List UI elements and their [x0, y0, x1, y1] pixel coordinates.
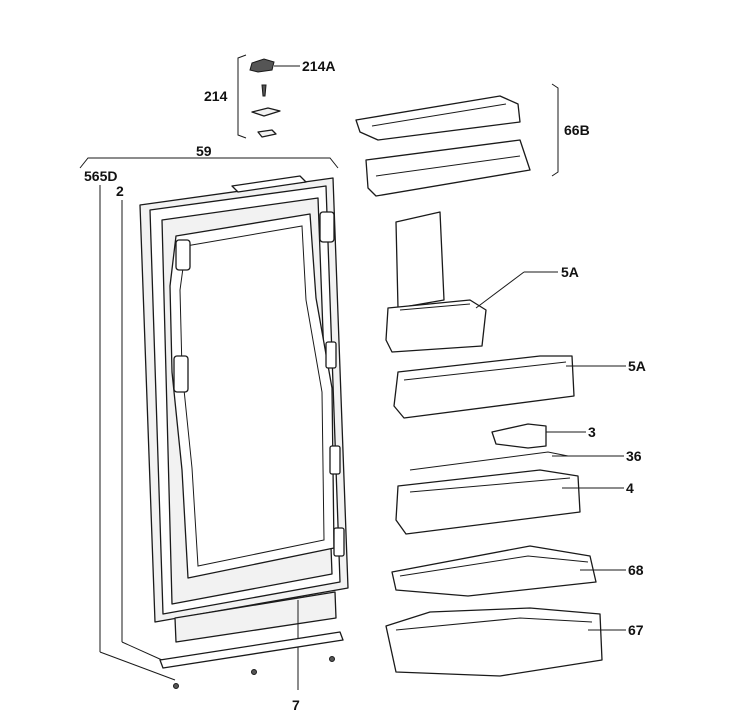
door-liner-inner-edge	[179, 225, 325, 567]
drawer-group	[385, 607, 626, 677]
drawer-cover-edge	[399, 555, 589, 577]
door-assembly	[79, 157, 349, 690]
top-balcony-lid	[355, 95, 521, 141]
liner-boss-right-mid	[325, 341, 337, 369]
liner-boss-right-top	[319, 211, 335, 243]
door-liner	[169, 213, 335, 579]
bottle-rail	[409, 451, 569, 471]
label-5a-tall: 5A	[561, 264, 579, 280]
label-3: 3	[588, 424, 596, 440]
tall-holder-leader-a	[475, 271, 525, 309]
liner-boss-left-top	[175, 239, 191, 271]
egg-clip	[491, 423, 547, 449]
label-4: 4	[626, 480, 634, 496]
drawer-edge	[395, 617, 593, 631]
hinge-kit-group	[237, 54, 300, 139]
drawer-cover	[391, 545, 597, 597]
top-balcony-tray-edge	[375, 155, 521, 177]
top-balcony-tray	[365, 139, 531, 197]
liner-boss-right-bottom	[333, 527, 345, 557]
label-214a: 214A	[302, 58, 335, 74]
top-balcony-group	[355, 83, 559, 197]
gasket-leader-foot	[99, 651, 176, 681]
tall-holder-bin-edge	[399, 303, 471, 311]
label-565d: 565D	[84, 168, 117, 184]
label-66b: 66B	[564, 122, 590, 138]
liner-boss-left-mid	[173, 355, 189, 393]
shelf-balcony-group	[393, 355, 626, 419]
liner-boss-right-low	[329, 445, 341, 475]
label-67: 67	[628, 622, 644, 638]
bottle-balcony-edge	[409, 477, 571, 493]
door-width-dimension	[79, 157, 339, 169]
label-5a-shelf: 5A	[628, 358, 646, 374]
drawer-body	[385, 607, 603, 677]
hinge-part	[249, 58, 275, 73]
door-top-cap	[231, 175, 307, 193]
label-7: 7	[292, 697, 300, 713]
tall-holder-group	[385, 211, 558, 353]
drawer-cover-group	[391, 545, 626, 597]
hinge-plate	[251, 107, 281, 117]
hinge-screw	[261, 84, 267, 97]
strip-screw-left	[173, 683, 179, 689]
tall-holder-bin	[385, 299, 487, 353]
label-68: 68	[628, 562, 644, 578]
strip-screw-mid	[251, 669, 257, 675]
door-bottom-strip	[159, 631, 344, 669]
hinge-washer	[257, 129, 277, 138]
label-59: 59	[196, 143, 212, 159]
bottle-balcony-group	[395, 451, 624, 535]
shelf-balcony-edge	[403, 361, 567, 381]
label-2: 2	[116, 183, 124, 199]
label-36: 36	[626, 448, 642, 464]
egg-clip-group	[491, 423, 586, 449]
inner-door-leader-foot	[121, 641, 163, 661]
bottle-balcony	[395, 469, 581, 535]
tall-holder-back	[395, 211, 445, 309]
label-214: 214	[204, 88, 228, 104]
top-balcony-bracket	[551, 83, 559, 177]
top-balcony-lid-edge	[371, 103, 507, 127]
shelf-balcony	[393, 355, 575, 419]
hinge-kit-bracket	[237, 54, 247, 139]
strip-screw-right	[329, 656, 335, 662]
door-bottom-trim	[174, 591, 337, 643]
